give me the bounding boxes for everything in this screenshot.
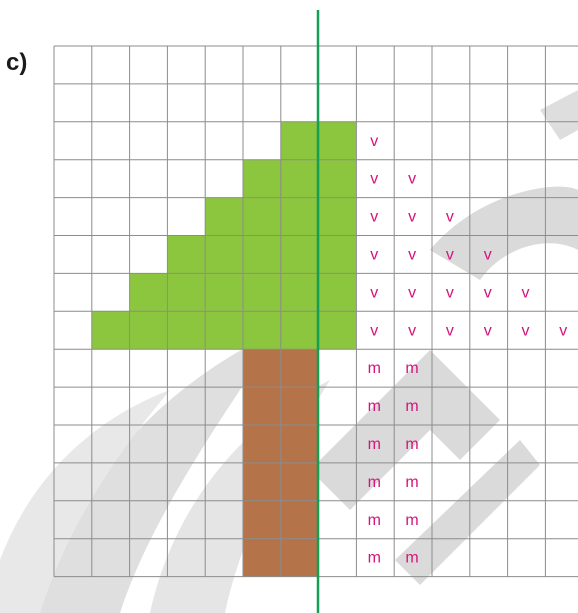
watermark-o-shape — [430, 186, 578, 280]
watermark-m-shape-2 — [395, 440, 540, 585]
green-mark-letter: v — [408, 246, 416, 263]
watermark-leaf-1 — [40, 330, 280, 613]
green-mark-letter: v — [370, 171, 378, 188]
green-cell — [167, 235, 206, 274]
green-cell — [280, 311, 319, 350]
green-cell — [243, 311, 281, 350]
brown-mark-letter: m — [368, 436, 381, 453]
green-cell — [280, 273, 319, 312]
green-cell — [318, 159, 357, 198]
green-mark-letter: v — [370, 246, 378, 263]
brown-cell — [280, 349, 319, 388]
brown-mark-letter: m — [368, 360, 381, 377]
brown-mark-letter: m — [405, 474, 418, 491]
brown-mark-letter: m — [368, 398, 381, 415]
green-cell — [205, 197, 243, 236]
green-mark-letter: v — [408, 209, 416, 226]
green-cell — [243, 235, 281, 274]
green-mark-letter: v — [370, 133, 378, 150]
green-cell — [318, 311, 357, 350]
green-mark-letter: v — [446, 322, 454, 339]
green-cell — [129, 311, 168, 350]
green-mark-letter: v — [484, 246, 492, 263]
green-cell — [318, 121, 357, 160]
filled-cells — [91, 121, 357, 577]
brown-mark-letter: m — [405, 436, 418, 453]
brown-cell — [280, 538, 319, 577]
green-mark-letter: v — [446, 284, 454, 301]
brown-mark-letter: m — [368, 474, 381, 491]
green-mark-letter: v — [446, 246, 454, 263]
green-cell — [243, 273, 281, 312]
green-cell — [280, 159, 319, 198]
green-mark-letter: v — [559, 322, 567, 339]
green-cell — [318, 197, 357, 236]
brown-mark-letter: m — [368, 512, 381, 529]
part-label: c) — [6, 49, 27, 76]
brown-cell — [243, 425, 281, 463]
brown-mark-letter: m — [405, 398, 418, 415]
watermark-m-shape — [310, 350, 500, 510]
green-mark-letter: v — [522, 284, 530, 301]
watermark-bar — [540, 90, 578, 140]
brown-mark-letter: m — [368, 550, 381, 567]
green-mark-letter: v — [484, 284, 492, 301]
brown-cell — [243, 462, 281, 501]
brown-cell — [280, 462, 319, 501]
green-mark-letter: v — [370, 322, 378, 339]
green-cell — [280, 197, 319, 236]
brown-mark-letter: m — [405, 512, 418, 529]
brown-cell — [280, 500, 319, 539]
green-cell — [318, 235, 357, 274]
green-cell — [205, 273, 243, 312]
green-mark-letter: v — [408, 284, 416, 301]
green-mark-letter: v — [484, 322, 492, 339]
brown-cell — [280, 425, 319, 463]
green-mark-letter: v — [370, 209, 378, 226]
green-cell — [205, 311, 243, 350]
green-cell — [91, 311, 130, 350]
green-cell — [243, 159, 281, 198]
green-mark-letter: v — [408, 322, 416, 339]
green-cell — [205, 235, 243, 274]
brown-cell — [243, 349, 281, 388]
brown-cell — [243, 500, 281, 539]
green-cell — [243, 197, 281, 236]
brown-cell — [243, 387, 281, 425]
green-mark-letter: v — [408, 171, 416, 188]
watermark-leaf-3 — [0, 390, 170, 613]
green-mark-letter: v — [522, 322, 530, 339]
green-cell — [318, 273, 357, 312]
brown-mark-letter: m — [405, 360, 418, 377]
brown-cell — [243, 538, 281, 577]
green-cell — [280, 121, 319, 160]
green-cell — [129, 273, 168, 312]
green-cell — [280, 235, 319, 274]
green-cell — [167, 273, 206, 312]
green-cell — [167, 311, 206, 350]
green-mark-letter: v — [446, 209, 454, 226]
student-marks: v v v v v v v v v v v v v v v v v v v v v m m m m m m m m m m m m — [368, 133, 568, 567]
green-mark-letter: v — [370, 284, 378, 301]
brown-mark-letter: m — [405, 550, 418, 567]
brown-cell — [280, 387, 319, 425]
watermark — [0, 90, 578, 613]
